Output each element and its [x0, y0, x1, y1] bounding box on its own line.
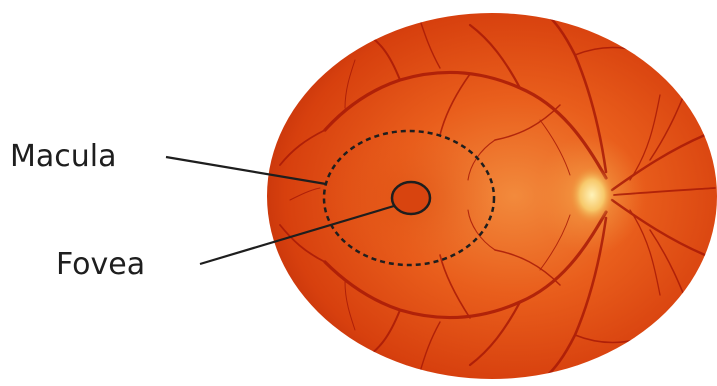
- fovea-outline: [392, 182, 430, 214]
- fovea-label: Fovea: [56, 247, 145, 282]
- macula-label: Macula: [10, 139, 117, 174]
- optic-disc: [570, 167, 614, 223]
